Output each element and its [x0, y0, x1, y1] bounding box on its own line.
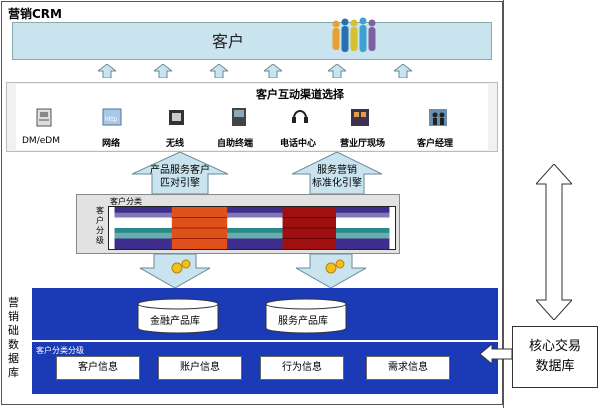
- info-behavior: 行为信息: [260, 356, 344, 380]
- up-arrow-3: [210, 64, 228, 78]
- mail-icon: [36, 108, 52, 127]
- segmentation-side-label: 客户分级: [96, 206, 104, 245]
- up-arrow-6: [394, 64, 412, 78]
- core-db-line1: 核心交易: [528, 339, 581, 354]
- channel-label-mobile: 无线: [166, 139, 185, 149]
- channel-label-branch: 营业厅现场: [340, 139, 386, 149]
- info-customer: 客户信息: [56, 356, 140, 380]
- up-arrow-2: [154, 64, 172, 78]
- engine-left-line1: 产品服务客户: [150, 165, 210, 176]
- marketing-db-box: [32, 288, 498, 340]
- customer-box: [12, 22, 492, 60]
- branch-icon: [351, 109, 369, 126]
- customer-info-title: 客户分类分级: [36, 346, 84, 355]
- engine-right-text: 服务营销 标准化引擎: [296, 164, 378, 190]
- engine-right-line2: 标准化引擎: [312, 178, 362, 189]
- up-arrow-1: [98, 64, 116, 78]
- svg-text:http: http: [105, 116, 118, 123]
- engine-left-text: 产品服务客户 匹对引擎: [138, 164, 222, 190]
- engine-right-line1: 服务营销: [317, 165, 357, 176]
- web-icon: http: [102, 108, 122, 126]
- up-arrow-5: [328, 64, 346, 78]
- divider-line: [503, 0, 504, 408]
- channel-title: 客户互动渠道选择: [256, 88, 344, 101]
- segmentation-grid: [108, 206, 396, 250]
- engine-left-line2: 匹对引擎: [160, 178, 200, 189]
- core-transaction-db: 核心交易 数据库: [512, 326, 598, 388]
- gear-icon-right: [325, 259, 345, 274]
- core-db-line2: 数据库: [535, 359, 575, 374]
- service-product-db-icon: [265, 298, 347, 334]
- headset-icon: [292, 110, 308, 123]
- left-arrow: [480, 344, 512, 364]
- marketing-db-label: 营销础数据库: [8, 296, 19, 379]
- manager-icon: [429, 109, 447, 126]
- channel-inner: [16, 84, 488, 150]
- channel-label-manager: 客户经理: [417, 139, 454, 149]
- double-arrow: [536, 164, 572, 320]
- channel-label-kiosk: 自助终端: [217, 139, 254, 149]
- gear-icon-left: [171, 259, 191, 274]
- channel-label-callcenter: 电话中心: [280, 139, 317, 149]
- crm-frame: [1, 1, 503, 405]
- engine-arrow-left: [132, 152, 228, 194]
- segmentation-title: 客户分类: [110, 197, 142, 206]
- channel-label-dm: DM/eDM: [22, 136, 60, 146]
- financial-product-db-icon: [137, 298, 219, 334]
- channel-label-web: 网络: [102, 139, 121, 149]
- engine-arrow-right: [292, 152, 382, 194]
- people-icon: [332, 17, 376, 52]
- service-product-db-label: 服务产品库: [278, 316, 328, 327]
- diagram-title: 营销CRM: [8, 7, 62, 21]
- financial-product-db-label: 金融产品库: [150, 316, 200, 327]
- up-arrow-4: [264, 64, 282, 78]
- mobile-icon: [169, 110, 184, 125]
- kiosk-icon: [232, 108, 246, 126]
- customer-label: 客户: [212, 32, 245, 51]
- info-account: 账户信息: [158, 356, 242, 380]
- info-demand: 需求信息: [366, 356, 450, 380]
